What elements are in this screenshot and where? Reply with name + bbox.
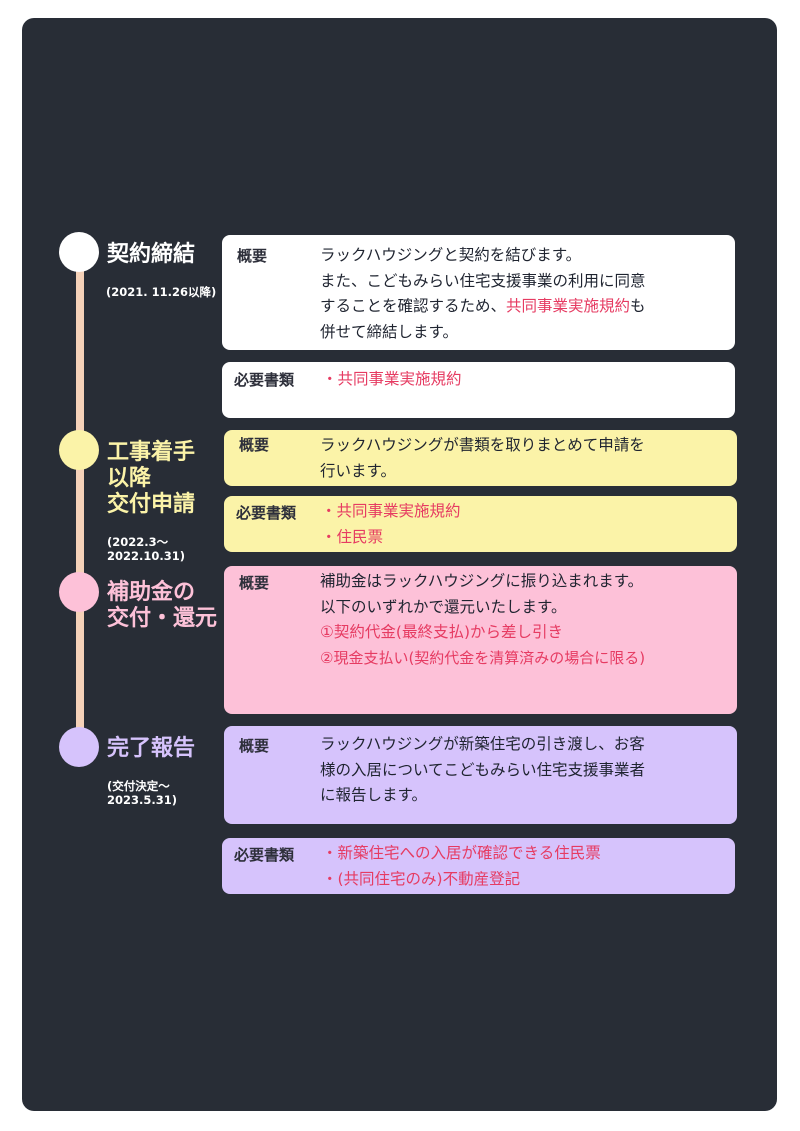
overview-line: に報告します。	[320, 786, 427, 804]
overview-text: ラックハウジングが書類を取りまとめて申請を 行います。	[320, 433, 727, 484]
stage-date-contract: (2021. 11.26以降)	[106, 285, 217, 299]
docs-item: ・新築住宅への入居が確認できる住民票	[322, 844, 601, 862]
docs-item: ・共同事業実施規約	[321, 502, 461, 520]
stage-title-completion: 完了報告	[107, 736, 196, 761]
overview-line: 様の入居についてこどもみらい住宅支援事業者	[320, 760, 646, 779]
background-panel	[22, 18, 777, 1111]
overview-card-subsidy: 概要 補助金はラックハウジングに振り込まれます。 以下のいずれかで還元いたします…	[224, 566, 737, 714]
overview-line: 併せて締結します。	[320, 322, 458, 341]
docs-item: ・共同事業実施規約	[322, 370, 462, 388]
timeline-dot-completion	[59, 727, 99, 767]
overview-card-application: 概要 ラックハウジングが書類を取りまとめて申請を 行います。	[224, 430, 737, 486]
overview-label: 概要	[237, 247, 268, 265]
docs-list: ・共同事業実施規約	[322, 367, 725, 393]
timeline-dot-contract	[59, 232, 99, 272]
overview-card-contract: 概要 ラックハウジングと契約を結びます。 また、こどもみらい住宅支援事業の利用に…	[222, 235, 735, 350]
overview-line: することを確認するため、共同事業実施規約も	[320, 294, 725, 320]
docs-label: 必要書類	[236, 504, 297, 522]
timeline-line	[76, 258, 84, 748]
overview-text: ラックハウジングが新築住宅の引き渡し、お客 様の入居についてこどもみらい住宅支援…	[320, 732, 727, 809]
overview-label: 概要	[239, 574, 270, 592]
overview-label: 概要	[239, 436, 270, 454]
stage-title-contract: 契約締結	[107, 242, 196, 267]
overview-line: また、こどもみらい住宅支援事業の利用に同意	[320, 271, 646, 290]
refund-option: ②現金支払い(契約代金を清算済みの場合に限る)	[320, 648, 646, 667]
docs-list: ・新築住宅への入居が確認できる住民票 ・(共同住宅のみ)不動産登記	[322, 841, 725, 892]
docs-card-completion: 必要書類 ・新築住宅への入居が確認できる住民票 ・(共同住宅のみ)不動産登記	[222, 838, 735, 894]
docs-list: ・共同事業実施規約 ・住民票	[321, 499, 727, 550]
timeline-dot-subsidy	[59, 572, 99, 612]
overview-line-part: することを確認するため、	[320, 297, 507, 315]
overview-text: ラックハウジングと契約を結びます。 また、こどもみらい住宅支援事業の利用に同意 …	[320, 243, 725, 345]
overview-text: 補助金はラックハウジングに振り込まれます。 以下のいずれかで還元いたします。 ①…	[320, 569, 733, 671]
overview-line: ラックハウジングが新築住宅の引き渡し、お客	[320, 735, 645, 753]
overview-line: 行います。	[320, 461, 396, 480]
overview-highlight: 共同事業実施規約	[506, 297, 631, 315]
docs-label: 必要書類	[234, 371, 295, 389]
overview-card-completion: 概要 ラックハウジングが新築住宅の引き渡し、お客 様の入居についてこどもみらい住…	[224, 726, 737, 824]
docs-card-contract: 必要書類 ・共同事業実施規約	[222, 362, 735, 418]
overview-line-tail: も	[630, 297, 646, 315]
overview-line: ラックハウジングが書類を取りまとめて申請を	[320, 436, 645, 454]
overview-line: ラックハウジングと契約を結びます。	[320, 246, 582, 264]
refund-option: ①契約代金(最終支払)から差し引き	[320, 623, 563, 641]
stage-title-application: 工事着手 以降 交付申請	[107, 440, 196, 517]
timeline-dot-application	[59, 430, 99, 470]
stage-date-application: (2022.3〜 2022.10.31)	[107, 535, 186, 563]
stage-title-subsidy: 補助金の 交付・還元	[107, 580, 218, 631]
docs-card-application: 必要書類 ・共同事業実施規約 ・住民票	[224, 496, 737, 552]
overview-label: 概要	[239, 737, 270, 755]
overview-line: 補助金はラックハウジングに振り込まれます。	[320, 572, 644, 590]
docs-item: ・住民票	[321, 527, 384, 546]
docs-label: 必要書類	[234, 846, 295, 864]
stage-date-completion: (交付決定〜 2023.5.31)	[107, 779, 178, 807]
docs-item: ・(共同住宅のみ)不動産登記	[322, 869, 521, 888]
overview-line: 以下のいずれかで還元いたします。	[320, 597, 567, 616]
